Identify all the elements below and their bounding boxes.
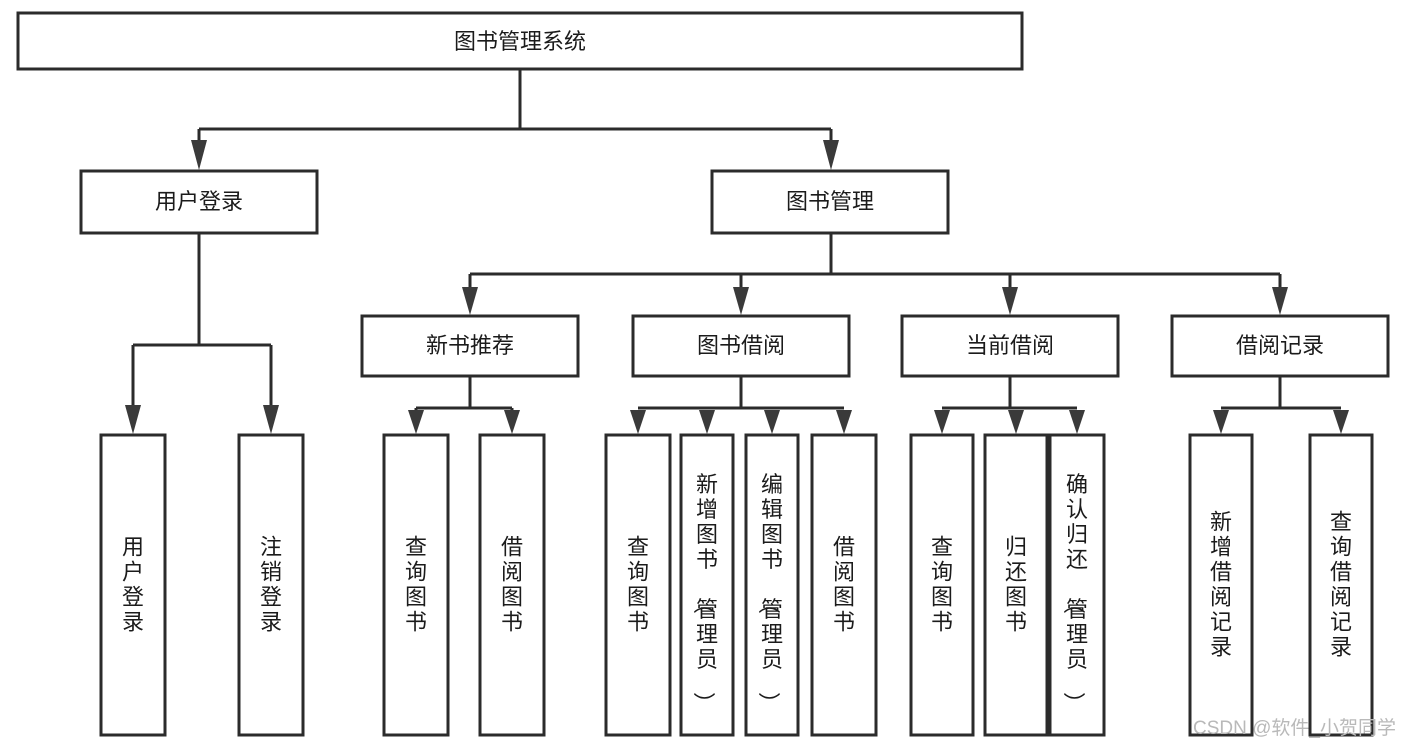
leaf-confirm-return-box[interactable] <box>1048 433 1106 737</box>
node-book-borrow-box[interactable] <box>631 314 851 378</box>
node-root[interactable]: 图书管理系统 <box>16 11 1024 71</box>
leaf-logout-label: 注销登录 <box>260 535 282 635</box>
leaf-query-book-rec-label: 查询图书 <box>405 535 427 635</box>
leaf-borrow-book-bor-label: 借阅图书 <box>833 535 855 635</box>
leaf-borrow-book-rec[interactable]: 借阅图书 <box>478 433 546 737</box>
node-user-login[interactable]: 用户登录 <box>79 169 319 235</box>
leaf-query-book-rec[interactable]: 查询图书 <box>382 433 450 737</box>
leaf-query-record[interactable]: 查询借阅记录 <box>1308 433 1374 737</box>
leaf-borrow-book-bor-box[interactable] <box>810 433 878 737</box>
leaf-return-book[interactable]: 归还图书 <box>983 433 1049 737</box>
leaf-query-book-cur[interactable]: 查询图书 <box>909 433 975 737</box>
leaf-confirm-return-label: 确认归还（管理员） <box>1061 472 1088 714</box>
node-book-manage-box[interactable] <box>710 169 950 235</box>
leaf-user-login[interactable]: 用户登录 <box>99 433 167 737</box>
connector-group-borrow-record <box>1213 376 1349 434</box>
node-new-book-rec[interactable]: 新书推荐 <box>360 314 580 378</box>
node-borrow-record-label: 借阅记录 <box>1236 333 1324 358</box>
leaf-confirm-return[interactable]: 确认归还（管理员） <box>1048 433 1106 737</box>
csdn-watermark: CSDN @软件_小贺同学 <box>1193 717 1396 739</box>
arrow-head-bookmanage <box>823 140 839 170</box>
arrow-head-leaf-confirm-return <box>1069 410 1085 434</box>
leaf-query-record-label: 查询借阅记录 <box>1330 510 1352 660</box>
connector-group-book-manage <box>462 233 1288 315</box>
arrow-head-leaf-borrow-book-rec <box>504 410 520 434</box>
node-borrow-record[interactable]: 借阅记录 <box>1170 314 1390 378</box>
node-user-login-label: 用户登录 <box>155 189 243 214</box>
leaf-borrow-book-rec-box[interactable] <box>478 433 546 737</box>
node-borrow-record-box[interactable] <box>1170 314 1390 378</box>
arrow-head-currentborrow <box>1002 287 1018 315</box>
connector-group-current-borrow <box>934 376 1085 434</box>
node-root-label: 图书管理系统 <box>454 29 586 54</box>
arrow-head-bookborrow <box>733 287 749 315</box>
leaf-query-book-cur-box[interactable] <box>909 433 975 737</box>
node-current-borrow-label: 当前借阅 <box>966 333 1054 358</box>
node-current-borrow-box[interactable] <box>900 314 1120 378</box>
leaf-add-book-label: 新增图书（管理员） <box>691 472 718 714</box>
leaf-edit-book[interactable]: 编辑图书（管理员） <box>744 433 800 737</box>
arrow-head-leaf-user-login <box>125 405 141 434</box>
leaf-return-book-label: 归还图书 <box>1005 535 1027 635</box>
arrow-head-leaf-query-book-cur <box>934 410 950 434</box>
arrow-head-leaf-logout <box>263 405 279 434</box>
node-user-login-box[interactable] <box>79 169 319 235</box>
leaf-query-book-bor-label: 查询图书 <box>627 535 649 635</box>
leaf-add-book[interactable]: 新增图书（管理员） <box>679 433 735 737</box>
arrow-head-leaf-add-book <box>699 410 715 434</box>
arrow-head-leaf-return-book <box>1008 410 1024 434</box>
arrow-head-newbook <box>462 287 478 315</box>
leaf-add-record-box[interactable] <box>1188 433 1254 737</box>
leaf-return-book-box[interactable] <box>983 433 1049 737</box>
node-book-manage-label: 图书管理 <box>786 189 874 214</box>
leaf-edit-book-box[interactable] <box>744 433 800 737</box>
leaf-user-login-label: 用户登录 <box>122 535 144 635</box>
leaf-logout[interactable]: 注销登录 <box>237 433 305 737</box>
arrow-head-leaf-add-record <box>1213 410 1229 434</box>
arrow-head-leaf-query-book-rec <box>408 410 424 434</box>
leaf-edit-book-label: 编辑图书（管理员） <box>756 472 783 714</box>
connector-group-new-book-rec <box>408 376 520 434</box>
leaf-node-layer: 用户登录 注销登录 查询图书 借阅图书 查询图书 新增图书（管理员） 编辑图书（管理员） 借阅… <box>99 433 1374 737</box>
arrow-head-leaf-edit-book <box>764 410 780 434</box>
leaf-query-book-rec-box[interactable] <box>382 433 450 737</box>
leaf-borrow-book-bor[interactable]: 借阅图书 <box>810 433 878 737</box>
arrow-head-borrowrecord <box>1272 287 1288 315</box>
leaf-query-book-cur-label: 查询图书 <box>931 535 953 635</box>
leaf-query-record-box[interactable] <box>1308 433 1374 737</box>
leaf-logout-box[interactable] <box>237 433 305 737</box>
connector-group-user-login <box>125 233 279 434</box>
leaf-add-book-box[interactable] <box>679 433 735 737</box>
leaf-query-book-bor[interactable]: 查询图书 <box>604 433 672 737</box>
node-new-book-rec-box[interactable] <box>360 314 580 378</box>
node-new-book-rec-label: 新书推荐 <box>426 333 514 358</box>
node-book-borrow-label: 图书借阅 <box>697 333 785 358</box>
node-root-box[interactable] <box>16 11 1024 71</box>
arrow-head-userlogin <box>191 140 207 170</box>
leaf-query-book-bor-box[interactable] <box>604 433 672 737</box>
arrow-head-leaf-query-book-bor <box>630 410 646 434</box>
node-book-borrow[interactable]: 图书借阅 <box>631 314 851 378</box>
node-book-manage[interactable]: 图书管理 <box>710 169 950 235</box>
connector-group-root <box>191 69 839 170</box>
arrow-head-leaf-query-record <box>1333 410 1349 434</box>
node-current-borrow[interactable]: 当前借阅 <box>900 314 1120 378</box>
leaf-add-record-label: 新增借阅记录 <box>1210 510 1232 660</box>
leaf-borrow-book-rec-label: 借阅图书 <box>501 535 523 635</box>
arrow-head-leaf-borrow-book-bor <box>836 410 852 434</box>
connector-group-book-borrow <box>630 376 852 434</box>
leaf-add-record[interactable]: 新增借阅记录 <box>1188 433 1254 737</box>
leaf-user-login-box[interactable] <box>99 433 167 737</box>
